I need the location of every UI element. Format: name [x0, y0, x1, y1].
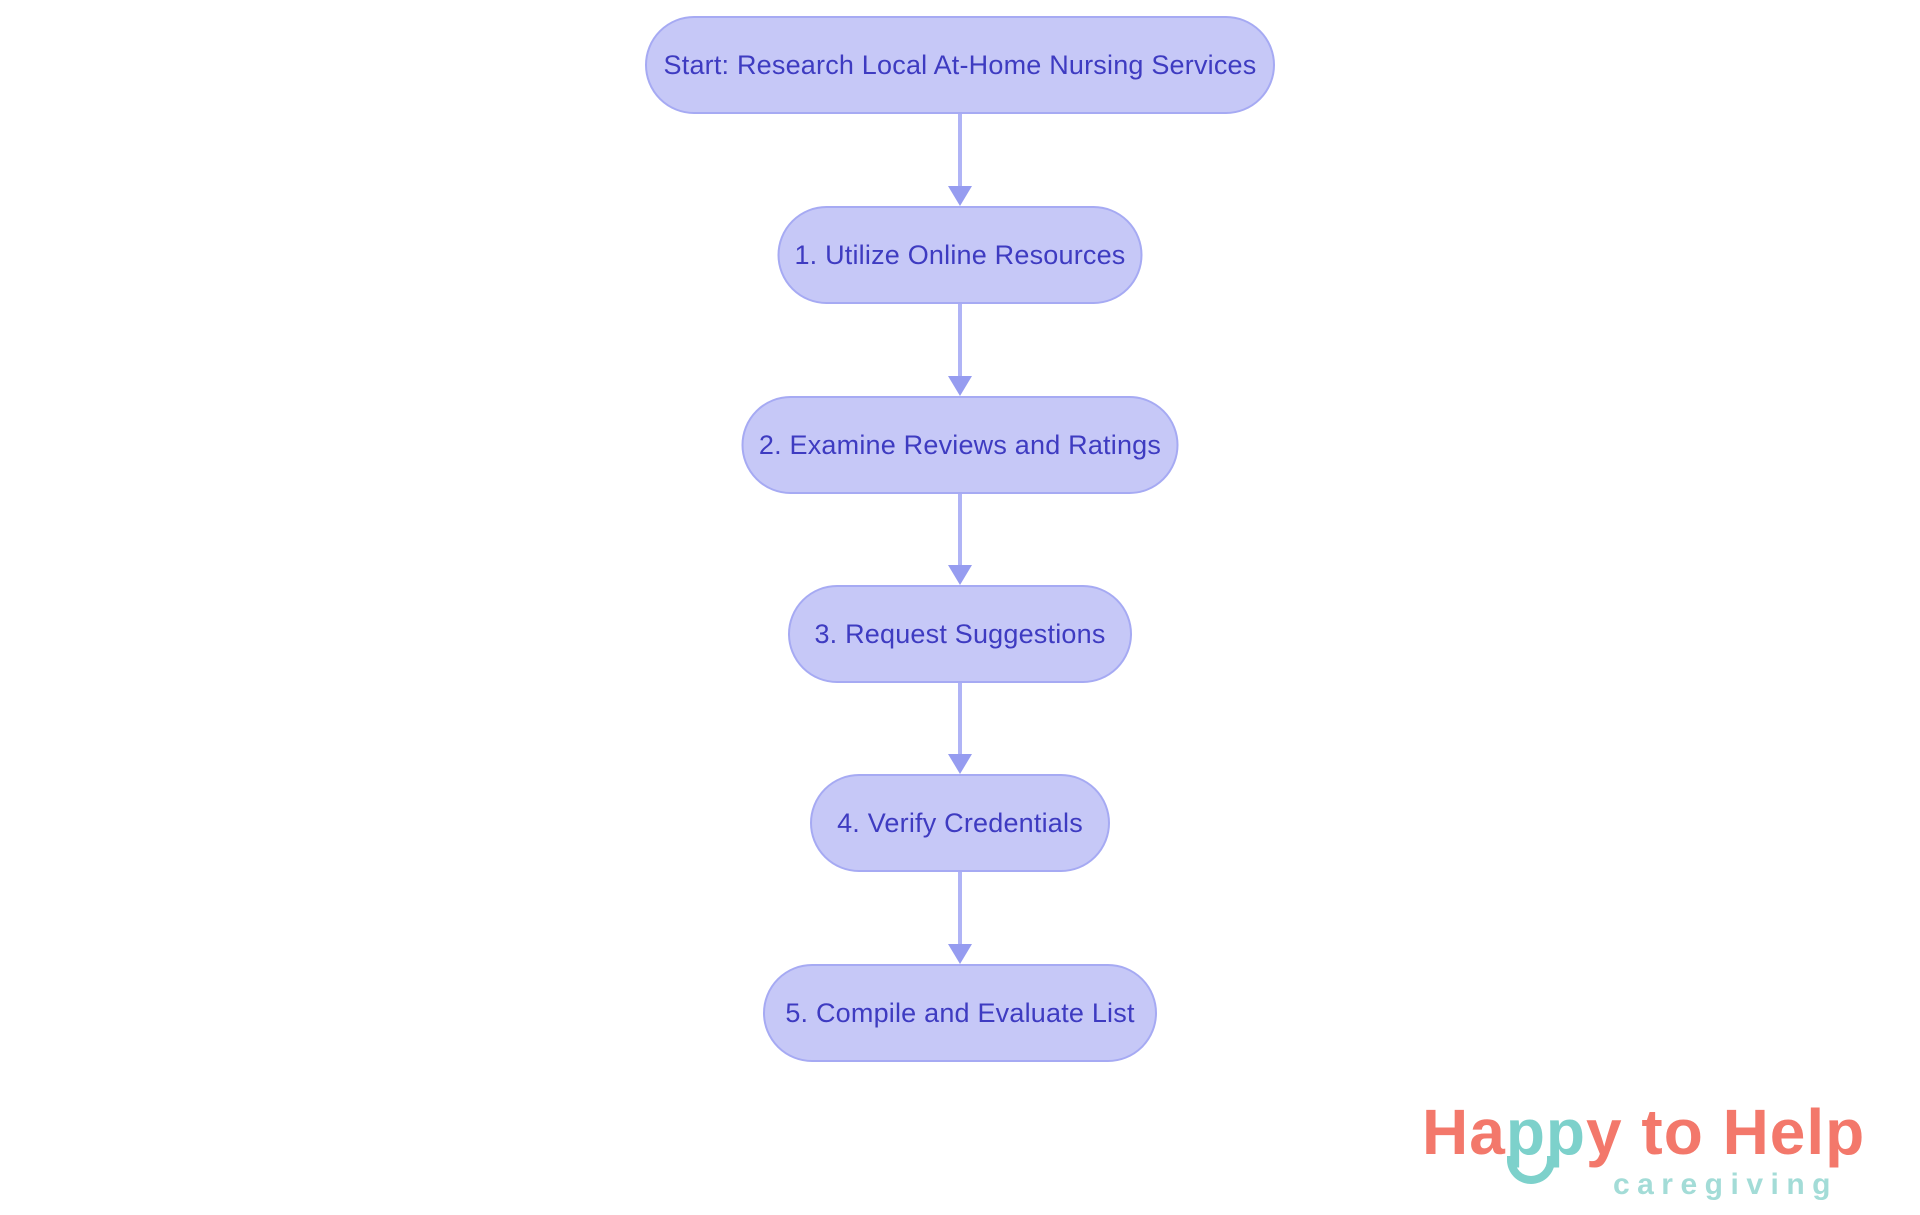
- arrow-head-icon: [948, 186, 972, 206]
- flow-node-step4: 4. Verify Credentials: [810, 774, 1110, 872]
- flow-node-step3: 3. Request Suggestions: [788, 585, 1132, 683]
- logo-text-pp-letters: pp: [1505, 1096, 1586, 1168]
- flow-arrow-2: [948, 304, 972, 396]
- flow-arrow-5: [948, 872, 972, 964]
- flow-arrow-4: [948, 683, 972, 774]
- logo-text-ha: Ha: [1422, 1096, 1506, 1168]
- logo-tagline: caregiving: [1612, 1168, 1838, 1201]
- flow-node-start-label: Start: Research Local At-Home Nursing Se…: [663, 49, 1257, 80]
- flow-arrow-3: [948, 494, 972, 585]
- flow-node-step5: 5. Compile and Evaluate List: [763, 964, 1157, 1062]
- logo-text-pp: pp: [1506, 1100, 1586, 1184]
- flow-node-step1: 1. Utilize Online Resources: [777, 206, 1143, 304]
- arrow-head-icon: [948, 376, 972, 396]
- logo-text-y-to-help: y to Help: [1586, 1096, 1866, 1168]
- flow-node-step1-label: 1. Utilize Online Resources: [794, 239, 1126, 270]
- flow-node-step2-label: 2. Examine Reviews and Ratings: [758, 429, 1162, 460]
- flow-node-step4-label: 4. Verify Credentials: [837, 807, 1083, 838]
- flow-node-step2: 2. Examine Reviews and Ratings: [741, 396, 1179, 494]
- arrow-line: [958, 683, 962, 755]
- flow-arrow-1: [948, 114, 972, 206]
- arrow-line: [958, 494, 962, 566]
- arrow-head-icon: [948, 944, 972, 964]
- flow-node-start: Start: Research Local At-Home Nursing Se…: [645, 16, 1275, 114]
- arrow-line: [958, 114, 962, 187]
- arrow-line: [958, 872, 962, 945]
- arrow-head-icon: [948, 565, 972, 585]
- arrow-line: [958, 304, 962, 377]
- arrow-head-icon: [948, 754, 972, 774]
- smile-icon: [1506, 1156, 1555, 1184]
- flow-node-step3-label: 3. Request Suggestions: [814, 618, 1106, 649]
- flow-node-step5-label: 5. Compile and Evaluate List: [785, 997, 1135, 1028]
